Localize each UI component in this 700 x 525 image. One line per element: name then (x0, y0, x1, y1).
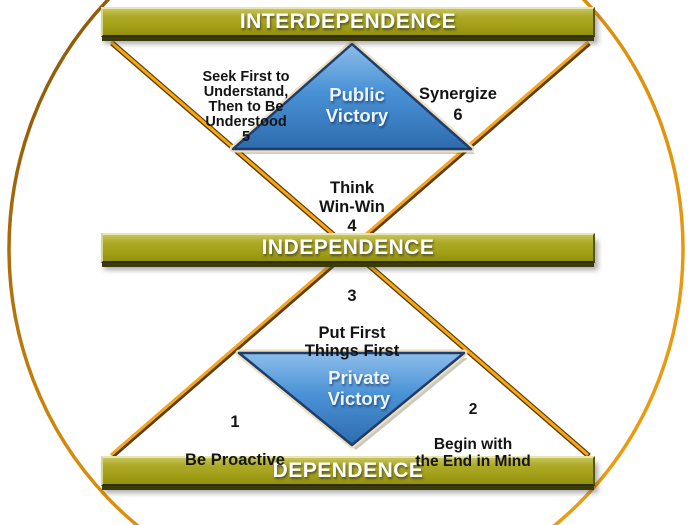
habit-5-label: Seek First to Understand, Then to Be Und… (202, 69, 290, 130)
habit-2-number: 2 (468, 400, 478, 418)
habit-1: 1 Be Proactive (155, 394, 315, 470)
habit-1-number: 1 (230, 413, 240, 431)
habit-2: 2 Begin with the End in Mind (392, 383, 554, 471)
interdependence-bar: INTERDEPENDENCE (101, 7, 595, 37)
habit-6: Synergize 6 (398, 63, 518, 147)
habit-4-label: Think Win-Win (319, 179, 385, 216)
habit-4-number: 4 (347, 217, 357, 235)
habit-3: 3 Put First Things First (272, 268, 432, 361)
independence-label: INDEPENDENCE (261, 236, 435, 259)
habit-5: Seek First to Understand, Then to Be Und… (166, 55, 326, 160)
dependence-bar: DEPENDENCE (101, 456, 595, 486)
dependence-label: DEPENDENCE (272, 459, 424, 482)
private-victory-triangle (235, 349, 468, 450)
public-victory-label: Public Victory (325, 84, 389, 126)
private-victory-label: Private Victory (327, 367, 391, 409)
habit-4: Think Win-Win 4 (292, 160, 412, 255)
habit-1-label: Be Proactive (185, 451, 285, 469)
habit-6-number: 6 (453, 106, 463, 124)
independence-bar: INDEPENDENCE (101, 233, 595, 263)
interdependence-label: INTERDEPENDENCE (239, 10, 457, 33)
habit-6-label: Synergize (419, 85, 497, 103)
habit-2-label: Begin with the End in Mind (415, 435, 531, 471)
habit-3-label: Put First Things First (304, 323, 400, 361)
habit-3-number: 3 (347, 286, 357, 305)
public-victory-triangle (229, 40, 475, 154)
habit-5-number: 5 (241, 129, 251, 145)
maturity-ring (7, 0, 685, 525)
